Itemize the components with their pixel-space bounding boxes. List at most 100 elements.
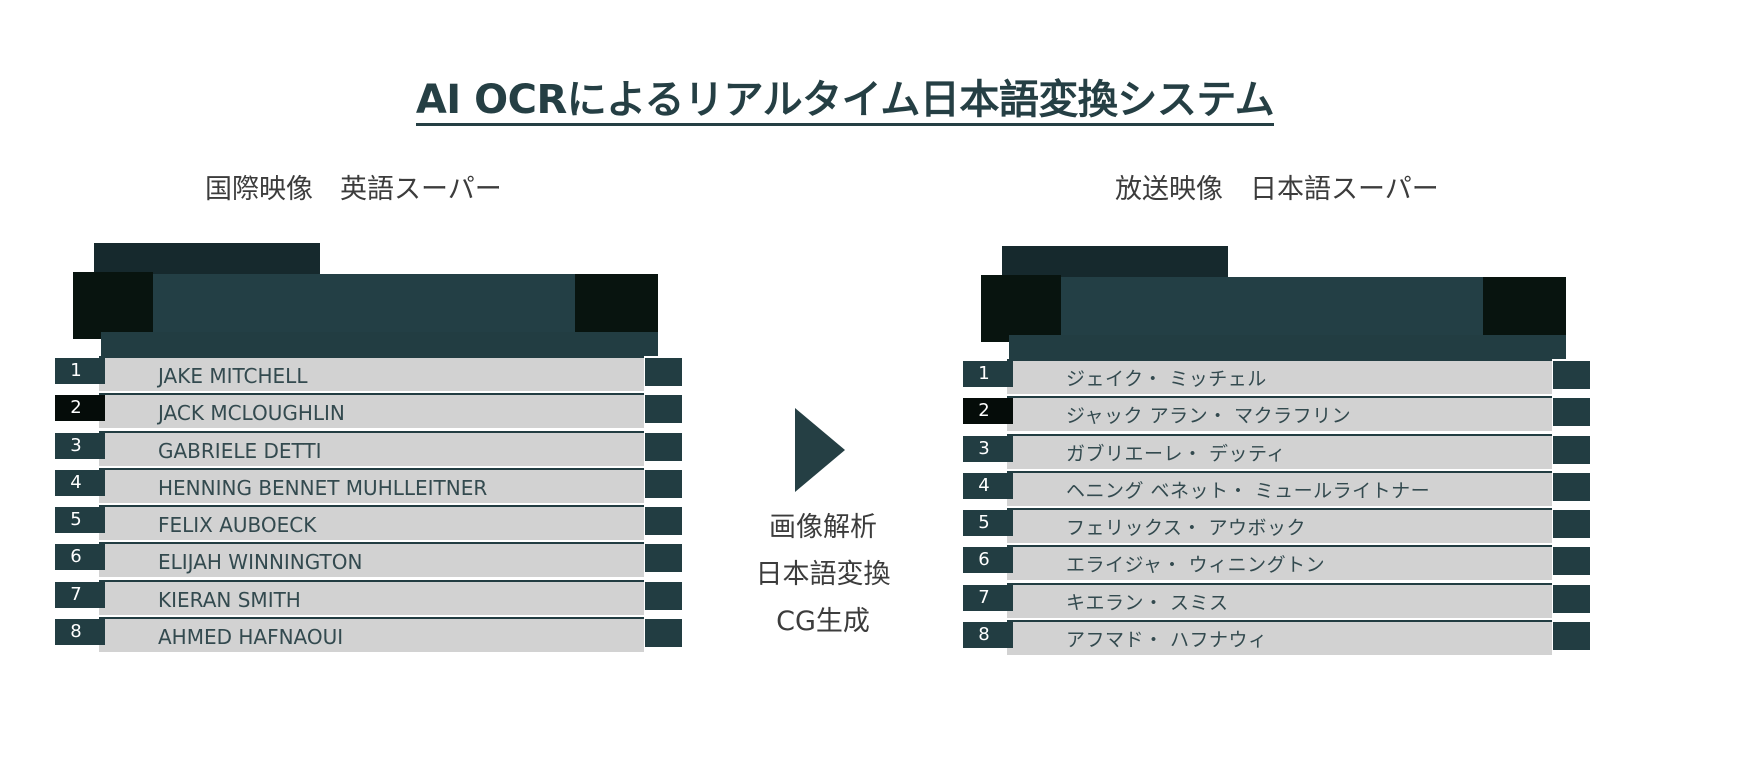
row-number: 4	[55, 469, 105, 496]
row-number: 7	[963, 584, 1013, 611]
row-number: 1	[963, 361, 1013, 387]
row-end-block	[645, 581, 682, 610]
right-rows: 1 ジェイク・ ミッチェル 2 ジャック アラン・ マクラフリン 3 ガブリエー…	[963, 359, 1603, 657]
row-end-block	[1553, 622, 1590, 651]
athlete-name: ELIJAH WINNINGTON	[158, 550, 363, 575]
left-scoreboard: 1 JAKE MITCHELL 2 JACK MCLOUGHLIN 3 GABR…	[55, 243, 695, 663]
table-row: 3 ガブリエーレ・ デッティ	[963, 433, 1603, 471]
row-bar	[99, 356, 644, 391]
row-end-block	[645, 507, 682, 536]
table-row: 2 ジャック アラン・ マクラフリン	[963, 396, 1603, 433]
row-number: 5	[55, 507, 105, 534]
table-row: 6 ELIJAH WINNINGTON	[55, 542, 695, 579]
athlete-name: フェリックス・ アウボック	[1066, 517, 1306, 540]
process-step-cg: CG生成	[776, 606, 870, 637]
athlete-name: AHMED HAFNAOUI	[158, 625, 344, 650]
scoreboard-subheader	[101, 332, 658, 356]
table-row: 2 JACK MCLOUGHLIN	[55, 393, 695, 430]
row-end-block	[1553, 435, 1590, 464]
row-bar	[1007, 396, 1552, 432]
athlete-name: HENNING BENNET MUHLLEITNER	[158, 475, 488, 500]
athlete-name: ガブリエーレ・ デッティ	[1066, 442, 1286, 465]
athlete-name: アフマド・ ハフナウィ	[1066, 629, 1268, 652]
row-number: 6	[55, 544, 105, 571]
row-bar	[1007, 433, 1552, 469]
athlete-name: FELIX AUBOECK	[158, 513, 317, 538]
row-end-block	[645, 619, 682, 648]
header-right-block	[575, 274, 658, 332]
row-end-block	[645, 469, 682, 498]
athlete-name: GABRIELE DETTI	[158, 438, 322, 463]
process-step-translation: 日本語変換	[755, 559, 891, 590]
row-end-block	[645, 432, 682, 461]
athlete-name: ヘニング ベネット・ ミュールライトナー	[1066, 479, 1431, 502]
row-end-block	[1553, 472, 1590, 501]
row-bar	[99, 617, 644, 653]
header-right-block	[1483, 277, 1566, 335]
process-steps: 画像解析 日本語変換 CG生成	[728, 504, 918, 645]
table-row: 1 JAKE MITCHELL	[55, 356, 695, 393]
table-row: 4 ヘニング ベネット・ ミュールライトナー	[963, 470, 1603, 508]
row-bar	[1007, 508, 1552, 544]
row-number: 4	[963, 472, 1013, 499]
row-number: 1	[55, 358, 105, 384]
row-bar	[99, 579, 644, 615]
play-arrow-icon	[795, 408, 845, 492]
table-row: 4 HENNING BENNET MUHLLEITNER	[55, 467, 695, 505]
athlete-name: JAKE MITCHELL	[158, 364, 308, 388]
row-end-block	[645, 395, 682, 424]
process-step-analysis: 画像解析	[769, 512, 877, 543]
table-row: 7 キエラン・ スミス	[963, 582, 1603, 620]
row-bar	[1007, 359, 1552, 394]
scoreboard-tab	[1002, 246, 1228, 277]
left-rows: 1 JAKE MITCHELL 2 JACK MCLOUGHLIN 3 GABR…	[55, 356, 695, 654]
row-number: 2	[963, 398, 1013, 425]
scoreboard-tab	[94, 243, 320, 274]
row-end-block	[1553, 510, 1590, 539]
scoreboard-subheader	[1009, 335, 1566, 359]
row-number: 5	[963, 510, 1013, 537]
page-title: AI OCRによるリアルタイム日本語変換システム	[0, 72, 1690, 128]
table-row: 6 エライジャ・ ウィニングトン	[963, 545, 1603, 582]
table-row: 7 KIERAN SMITH	[55, 579, 695, 617]
row-number: 8	[55, 619, 105, 646]
row-end-block	[1553, 398, 1590, 427]
row-bar	[99, 393, 644, 429]
row-end-block	[1553, 547, 1590, 576]
athlete-name: キエラン・ スミス	[1066, 591, 1229, 614]
right-scoreboard: 1 ジェイク・ ミッチェル 2 ジャック アラン・ マクラフリン 3 ガブリエー…	[963, 246, 1603, 666]
row-number: 7	[55, 581, 105, 608]
page-title-text: AI OCRによるリアルタイム日本語変換システム	[415, 77, 1275, 126]
row-bar	[1007, 470, 1552, 506]
row-end-block	[1553, 361, 1590, 389]
row-bar	[99, 505, 644, 541]
row-number: 3	[55, 432, 105, 459]
row-bar	[99, 430, 644, 466]
row-bar	[99, 467, 644, 503]
athlete-name: ジャック アラン・ マクラフリン	[1066, 405, 1352, 428]
row-end-block	[645, 358, 682, 386]
table-row: 1 ジェイク・ ミッチェル	[963, 359, 1603, 396]
row-end-block	[1553, 584, 1590, 613]
header-logo-block	[73, 272, 153, 339]
row-number: 8	[963, 622, 1013, 649]
table-row: 8 アフマド・ ハフナウィ	[963, 620, 1603, 657]
athlete-name: ジェイク・ ミッチェル	[1066, 368, 1267, 390]
header-logo-block	[981, 275, 1061, 342]
table-row: 5 FELIX AUBOECK	[55, 505, 695, 542]
row-number: 6	[963, 547, 1013, 574]
athlete-name: KIERAN SMITH	[158, 587, 301, 612]
row-number: 3	[963, 435, 1013, 462]
scoreboard-header	[73, 274, 658, 332]
scoreboard-header	[981, 277, 1566, 335]
row-bar	[99, 542, 644, 578]
row-bar	[1007, 620, 1552, 656]
table-row: 8 AHMED HAFNAOUI	[55, 617, 695, 654]
row-end-block	[645, 544, 682, 573]
table-row: 3 GABRIELE DETTI	[55, 430, 695, 468]
athlete-name: エライジャ・ ウィニングトン	[1066, 554, 1326, 577]
row-bar	[1007, 545, 1552, 581]
row-number: 2	[55, 395, 105, 422]
left-panel-label: 国際映像 英語スーパー	[205, 174, 502, 205]
table-row: 5 フェリックス・ アウボック	[963, 508, 1603, 545]
